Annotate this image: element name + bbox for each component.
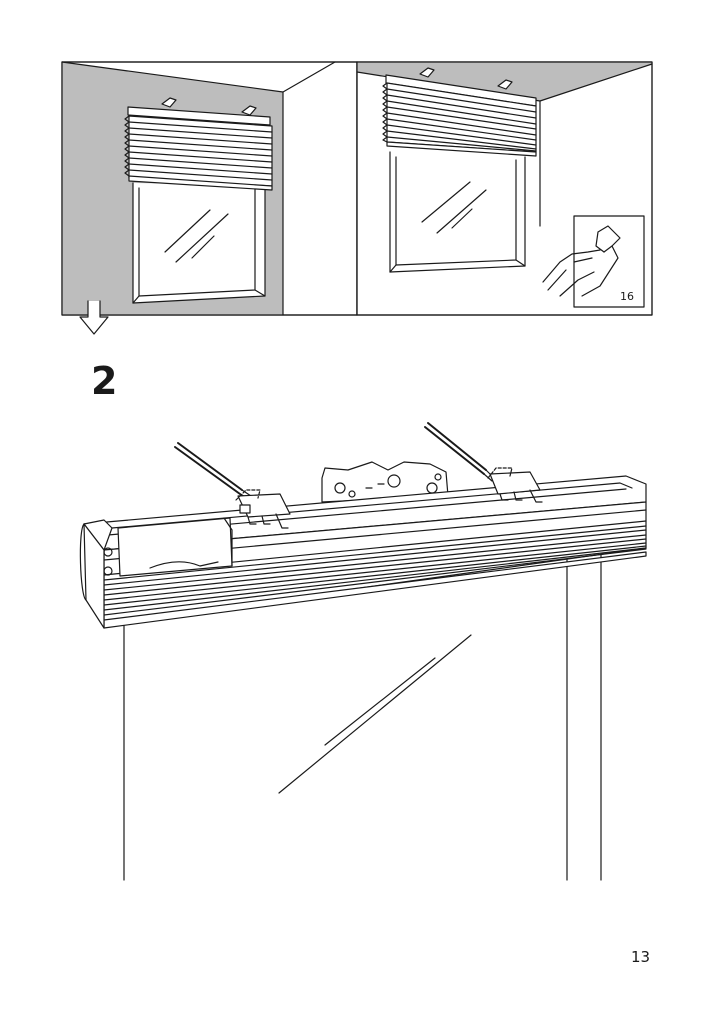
page-number: 13 xyxy=(631,948,651,966)
down-arrow-icon xyxy=(79,300,109,335)
reference-box xyxy=(542,215,645,308)
reference-page-number: 16 xyxy=(620,290,634,303)
panel-wall-mount xyxy=(61,61,358,316)
step-number: 2 xyxy=(91,359,118,403)
blind-headrail-closeup xyxy=(79,422,647,881)
